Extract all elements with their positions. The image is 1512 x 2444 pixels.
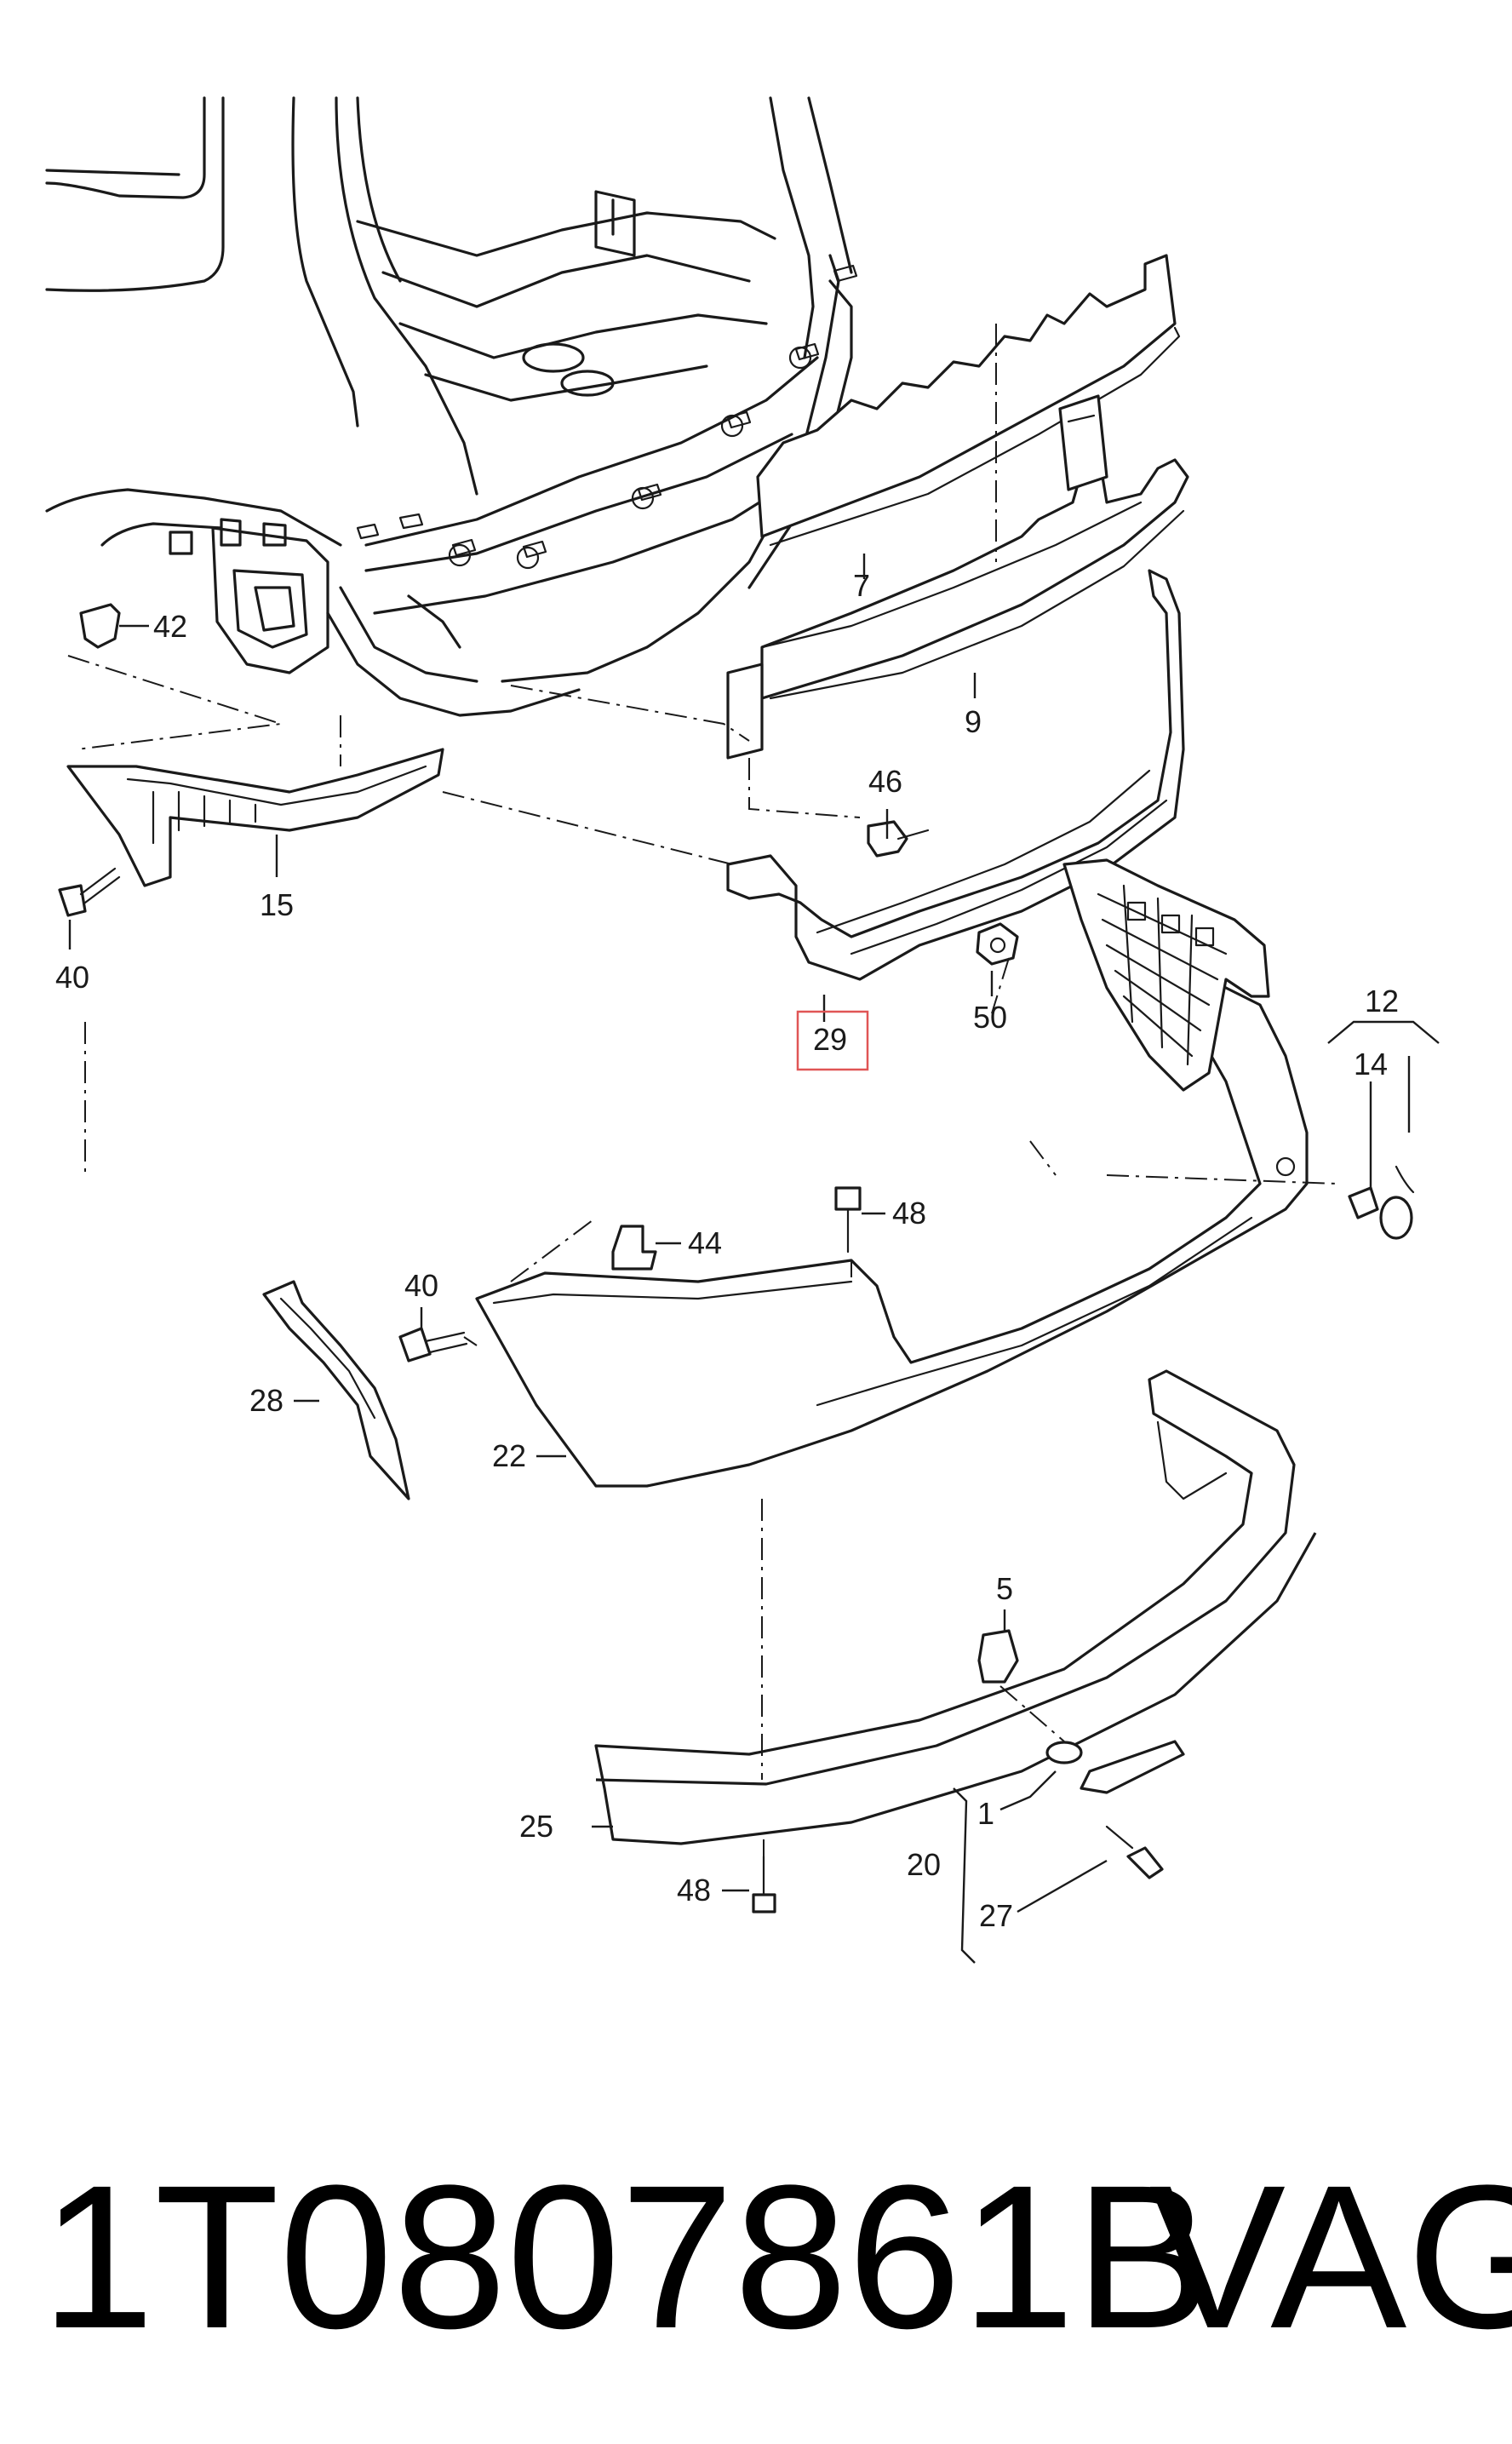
callout-1: 1 xyxy=(977,1796,994,1831)
callout-5: 5 xyxy=(996,1571,1013,1606)
callout-labels: 7 9 42 46 15 40 29 50 12 14 48 44 40 28 … xyxy=(55,568,1399,1933)
callout-28: 28 xyxy=(249,1383,284,1418)
stud-bolts xyxy=(356,264,858,570)
part-9-carrier-beam xyxy=(726,394,1189,760)
callout-9: 9 xyxy=(965,704,982,739)
callout-25: 25 xyxy=(519,1809,553,1844)
part-25-lower-diffuser xyxy=(594,1369,1317,1845)
rear-body-structure xyxy=(45,96,858,717)
callout-27: 27 xyxy=(979,1898,1013,1933)
callout-7: 7 xyxy=(853,568,870,603)
callout-29: 29 xyxy=(813,1022,847,1057)
brand-text: VAG xyxy=(1149,2143,1512,2371)
part-28-trim-strip xyxy=(262,1280,410,1500)
callout-20: 20 xyxy=(907,1847,941,1882)
callout-44: 44 xyxy=(688,1225,722,1260)
callout-12: 12 xyxy=(1365,984,1399,1018)
callout-42: 42 xyxy=(153,609,187,644)
part-22-bumper-cover xyxy=(475,858,1309,1488)
fasteners xyxy=(58,603,1415,1913)
callout-29-highlight xyxy=(796,1010,869,1071)
callout-22: 22 xyxy=(492,1438,526,1473)
callout-15: 15 xyxy=(260,887,294,922)
callout-48-lower: 48 xyxy=(677,1873,711,1908)
part-15-side-bracket xyxy=(66,748,444,887)
leader-lines xyxy=(68,554,1440,1964)
callout-50: 50 xyxy=(973,1000,1007,1035)
callout-46: 46 xyxy=(868,764,902,799)
part-number-text: 1T0807861B xyxy=(41,2143,1211,2371)
callout-48-upper: 48 xyxy=(892,1196,926,1231)
assembly-lines xyxy=(67,324,1337,1861)
callout-40-upper: 40 xyxy=(55,960,89,995)
callout-40-lower: 40 xyxy=(404,1268,438,1303)
callout-14: 14 xyxy=(1354,1047,1388,1081)
